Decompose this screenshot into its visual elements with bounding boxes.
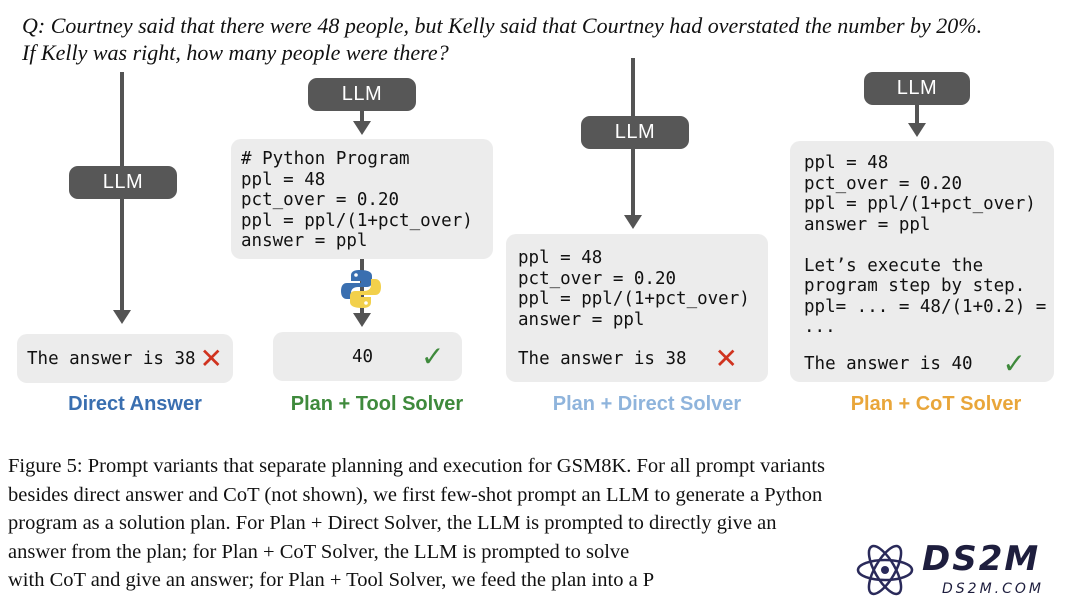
answer-text: 40 (352, 346, 374, 367)
reasoning-line: ... (804, 317, 836, 337)
code-line: answer = ppl (241, 231, 368, 251)
code-line: ppl = 48 (241, 169, 326, 190)
panel-label: Plan + Tool Solver (290, 393, 464, 415)
answer-text: The answer is 38 (27, 348, 196, 369)
caption-line: Figure 5: Prompt variants that separate … (8, 455, 825, 477)
watermark-text: DS2M (922, 539, 1041, 579)
figure-caption: Figure 5: Prompt variants that separate … (8, 452, 1070, 595)
check-icon: ✓ (1002, 347, 1026, 380)
code-line: answer = ppl (804, 214, 931, 235)
code-line: ppl = 48 (518, 248, 603, 268)
cross-icon: ✕ (714, 342, 738, 375)
watermark: DS2M DS2M.COM (850, 535, 1075, 605)
arrow-head (113, 310, 131, 324)
llm-box: LLM (69, 166, 177, 199)
caption-line: besides direct answer and CoT (not shown… (8, 483, 823, 506)
arrow-line (360, 111, 364, 123)
answer-text: The answer is 40 (804, 353, 973, 374)
code-box: ppl = 48 pct_over = 0.20 ppl = ppl/(1+pc… (506, 234, 768, 382)
answer-box: The answer is 38 ✕ (17, 334, 233, 383)
answer-row: The answer is 38 ✕ (518, 342, 756, 375)
code-line: ppl = ppl/(1+pct_over) (241, 210, 473, 231)
reasoning-line: program step by step. (804, 276, 1026, 296)
question-line-2: If Kelly was right, how many people were… (22, 40, 449, 65)
llm-box: LLM (864, 72, 970, 105)
code-box: ppl = 48 pct_over = 0.20 ppl = ppl/(1+pc… (790, 141, 1054, 382)
code-line: answer = ppl (518, 309, 645, 330)
reasoning-line: Let’s execute the (804, 255, 984, 276)
llm-box: LLM (581, 116, 689, 149)
arrow-head (353, 313, 371, 327)
code-line: ppl = ppl/(1+pct_over) (804, 194, 1036, 214)
code-line: pct_over = 0.20 (518, 268, 677, 289)
arrow-head (908, 123, 926, 137)
caption-line: answer from the plan; for Plan + CoT Sol… (8, 540, 630, 563)
answer-text: The answer is 38 (518, 348, 687, 369)
code-line: pct_over = 0.20 (804, 173, 963, 194)
arrow-line (915, 105, 919, 125)
arrow-head (624, 215, 642, 229)
check-icon: ✓ (421, 340, 445, 373)
caption-line: with CoT and give an answer; for Plan + … (8, 569, 655, 591)
question-line-1: Q: Courtney said that there were 48 peop… (22, 13, 983, 38)
answer-box: 40 ✓ (273, 332, 462, 381)
code-line: ppl = ppl/(1+pct_over) (518, 289, 750, 309)
question: Q: Courtney said that there were 48 peop… (22, 12, 1072, 66)
answer-row: The answer is 40 ✓ (804, 347, 1040, 380)
panel-label: Plan + CoT Solver (850, 393, 1022, 415)
panel-label: Direct Answer (68, 393, 202, 415)
code-line: ppl = 48 (804, 153, 889, 173)
python-logo-icon (341, 270, 381, 308)
cross-icon: ✕ (199, 342, 223, 375)
arrow-line (631, 149, 635, 217)
code-box: # Python Program ppl = 48 pct_over = 0.2… (231, 139, 493, 259)
panel-label: Plan + Direct Solver (552, 393, 742, 415)
reasoning-line: ppl= ... = 48/(1+0.2) = (804, 296, 1047, 317)
arrow-line (631, 58, 635, 116)
llm-box: LLM (308, 78, 416, 111)
arrow-head (353, 121, 371, 135)
code-line: # Python Program (241, 149, 410, 169)
watermark-subtext: DS2M.COM (942, 581, 1044, 597)
caption-line: program as a solution plan. For Plan + D… (8, 512, 777, 534)
code-line: pct_over = 0.20 (241, 190, 400, 210)
atom-logo-icon (856, 544, 914, 596)
